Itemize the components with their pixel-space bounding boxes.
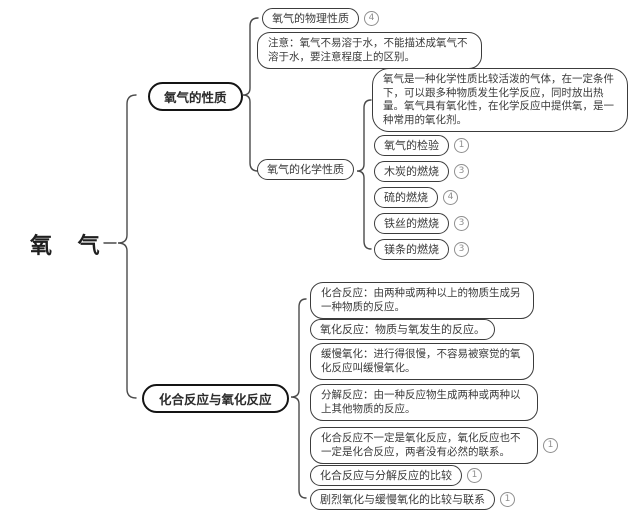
root-topic-oxygen[interactable]: 氧 气 (30, 234, 109, 259)
node-iron-wire-burning[interactable]: 铁丝的燃烧 (374, 213, 449, 234)
node-decomposition-reaction-def[interactable]: 分解反应：由一种反应物生成两种或两种以上其他物质的反应。 (310, 384, 538, 421)
node-comparison-violent-slow-oxidation-item: 剧烈氧化与缓慢氧化的比较与联系 1 (310, 489, 515, 510)
note-count-badge[interactable]: 1 (543, 438, 558, 453)
node-comparison-combination-decomposition-item: 化合反应与分解反应的比较 1 (310, 465, 482, 486)
branch-oxygen-properties[interactable]: 氧气的性质 (148, 82, 243, 111)
note-count-badge[interactable]: 1 (467, 468, 482, 483)
branch-combination-oxidation[interactable]: 化合反应与氧化反应 (142, 384, 289, 413)
brace-root (117, 94, 137, 399)
node-physical-properties[interactable]: 氧气的物理性质 (262, 8, 359, 29)
brace-branch2 (290, 298, 307, 499)
node-solubility-note[interactable]: 注意：氧气不易溶于水，不能描述成氧气不溶于水，要注意程度上的区别。 (257, 32, 482, 69)
node-oxygen-test[interactable]: 氧气的检验 (374, 135, 449, 156)
node-charcoal-burning-item: 木炭的燃烧 3 (374, 161, 469, 182)
node-combination-reaction-def[interactable]: 化合反应：由两种或两种以上的物质生成另一种物质的反应。 (310, 282, 534, 319)
node-iron-wire-burning-item: 铁丝的燃烧 3 (374, 213, 469, 234)
note-count-badge[interactable]: 3 (454, 242, 469, 257)
note-count-badge[interactable]: 3 (454, 164, 469, 179)
note-count-badge[interactable]: 3 (454, 216, 469, 231)
note-count-badge[interactable]: 1 (454, 138, 469, 153)
brace-branch1 (242, 17, 259, 172)
node-comparison-combination-decomposition[interactable]: 化合反应与分解反应的比较 (310, 465, 462, 486)
note-count-badge[interactable]: 4 (364, 11, 379, 26)
node-sulfur-burning-item: 硫的燃烧 4 (374, 187, 458, 208)
node-relation-statement-item: 化合反应不一定是氧化反应，氧化反应也不一定是化合反应，两者没有必然的联系。 1 (310, 427, 558, 464)
node-relation-statement[interactable]: 化合反应不一定是氧化反应，氧化反应也不一定是化合反应，两者没有必然的联系。 (310, 427, 538, 464)
node-oxidation-reaction-def[interactable]: 氧化反应：物质与氧发生的反应。 (310, 319, 495, 340)
node-physical-properties-item: 氧气的物理性质 4 (262, 8, 379, 29)
node-slow-oxidation-def[interactable]: 缓慢氧化：进行得很慢，不容易被察觉的氧化反应叫缓慢氧化。 (310, 343, 534, 380)
node-magnesium-burning[interactable]: 镁条的燃烧 (374, 239, 449, 260)
node-charcoal-burning[interactable]: 木炭的燃烧 (374, 161, 449, 182)
node-comparison-violent-slow-oxidation[interactable]: 剧烈氧化与缓慢氧化的比较与联系 (310, 489, 495, 510)
node-magnesium-burning-item: 镁条的燃烧 3 (374, 239, 469, 260)
note-count-badge[interactable]: 1 (500, 492, 515, 507)
node-sulfur-burning[interactable]: 硫的燃烧 (374, 187, 438, 208)
node-chemical-properties[interactable]: 氧气的化学性质 (257, 159, 354, 180)
note-count-badge[interactable]: 4 (443, 190, 458, 205)
brace-chemical (356, 99, 372, 250)
node-oxygen-test-item: 氧气的检验 1 (374, 135, 469, 156)
node-chemical-description[interactable]: 氧气是一种化学性质比较活泼的气体，在一定条件下，可以跟多种物质发生化学反应，同时… (372, 68, 628, 132)
